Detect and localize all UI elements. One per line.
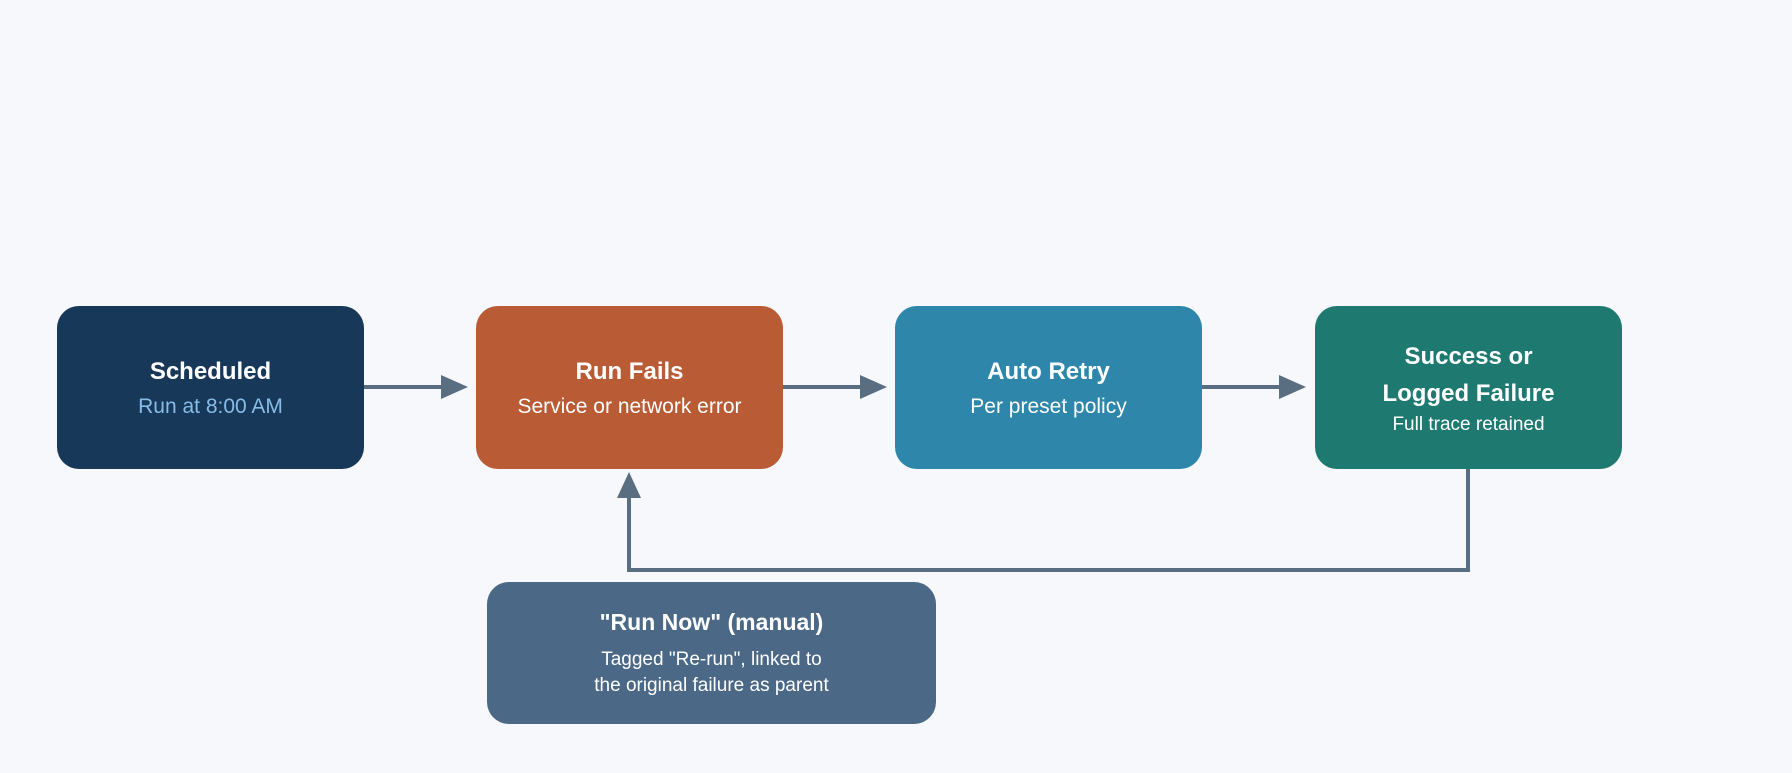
loop-outcome-to-run-fails [627, 469, 1470, 572]
node-subtitle: Per preset policy [970, 394, 1127, 418]
arrowhead-outcome [1279, 375, 1306, 399]
node-title: "Run Now" (manual) [599, 609, 824, 635]
node-title-line1: Success or [1404, 343, 1533, 370]
node-subtitle: Run at 8:00 AM [138, 394, 283, 418]
node-title-line2: Logged Failure [1382, 380, 1555, 407]
node-run-fails: Run Fails Service or network error [476, 306, 783, 469]
node-title: Auto Retry [987, 357, 1110, 385]
arrowhead-loop [617, 472, 641, 498]
arrowhead-auto-retry [860, 375, 887, 399]
node-run-now: "Run Now" (manual) Tagged "Re-run", link… [487, 582, 936, 724]
arrowhead-run-fails [441, 375, 468, 399]
node-subtitle: Full trace retained [1392, 414, 1545, 435]
node-outcome: Success or Logged Failure Full trace ret… [1315, 306, 1622, 469]
node-scheduled: Scheduled Run at 8:00 AM [57, 306, 364, 469]
node-subtitle-line2: the original failure as parent [594, 675, 829, 696]
node-title: Scheduled [149, 357, 272, 385]
node-auto-retry: Auto Retry Per preset policy [895, 306, 1202, 469]
node-subtitle: Service or network error [517, 394, 742, 418]
node-title: Run Fails [575, 357, 684, 385]
node-subtitle-line1: Tagged "Re-run", linked to [601, 649, 822, 670]
